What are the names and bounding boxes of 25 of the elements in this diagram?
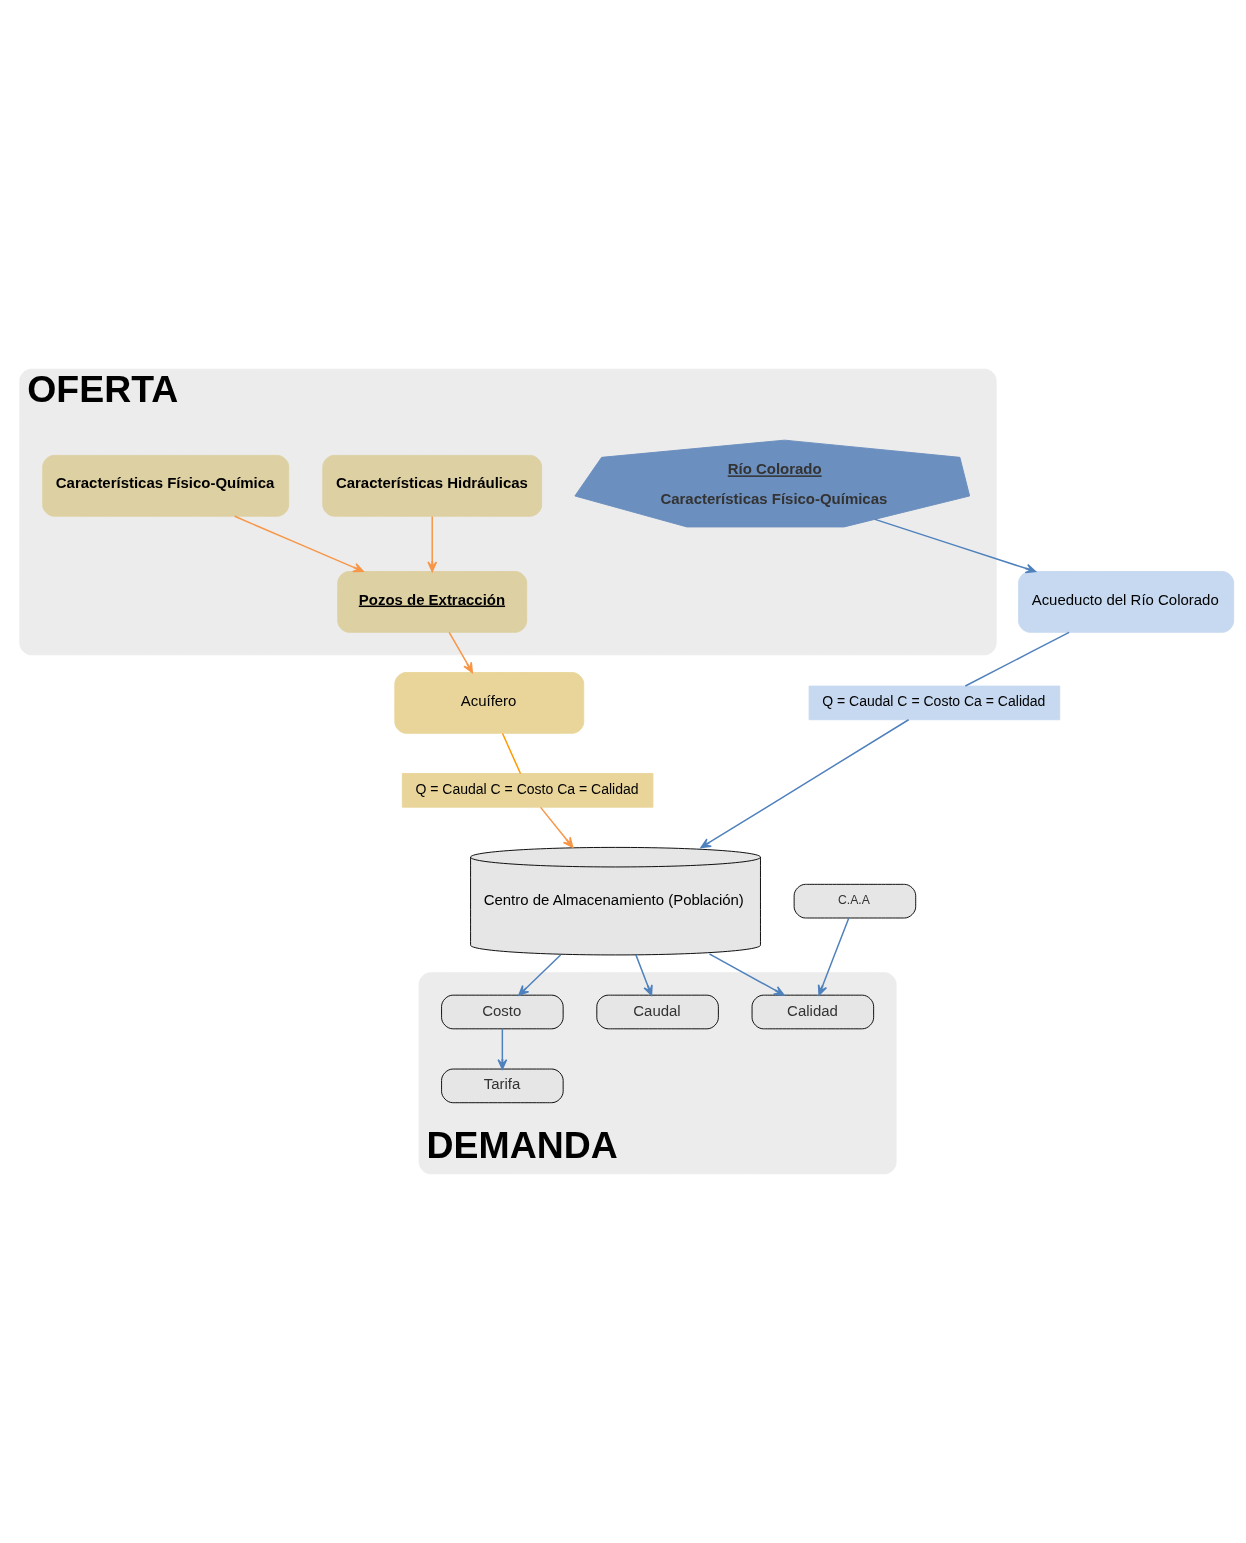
arrow (233, 515, 364, 573)
arrow (635, 954, 653, 996)
node-box: C.A.A (793, 883, 917, 919)
node-box: Acuífero (394, 672, 585, 734)
arrow (448, 631, 474, 674)
node-box: Pozos de Extracción (337, 571, 528, 633)
node-box: Costo (441, 994, 564, 1030)
arrow (874, 518, 1037, 574)
arrow (539, 806, 574, 848)
arrow (817, 917, 850, 996)
node-box: Q = Caudal C = Costo Ca = Calidad (808, 685, 1061, 721)
arrow (497, 1028, 508, 1070)
node-box: Q = Caudal C = Costo Ca = Calidad (401, 773, 654, 808)
node-box: Calidad (751, 994, 875, 1030)
node-box: Caudal (596, 994, 719, 1030)
connector (501, 732, 522, 775)
node-box: Acueducto del Río Colorado (1018, 571, 1235, 633)
node-box: Características Físico-Química (42, 454, 290, 517)
connector (964, 631, 1070, 687)
arrow (700, 719, 910, 849)
arrow (427, 515, 438, 573)
node-box: Tarifa (441, 1068, 564, 1104)
arrow (518, 954, 562, 996)
arrow (708, 953, 785, 996)
node-box: Características Hidráulicas (322, 454, 543, 517)
